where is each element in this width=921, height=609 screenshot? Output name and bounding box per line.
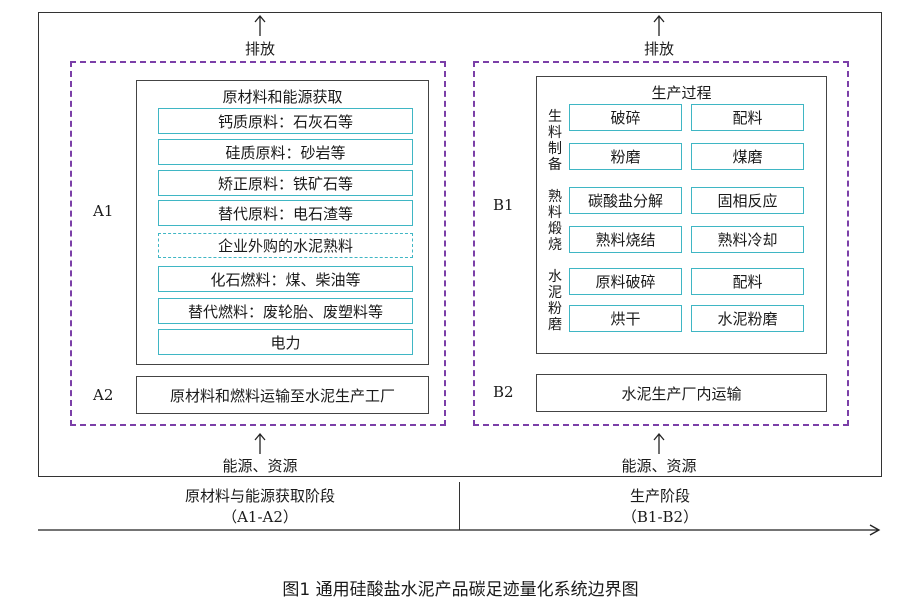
material-item: 矫正原料：铁矿石等 xyxy=(158,170,413,196)
material-item: 硅质原料：砂岩等 xyxy=(158,139,413,165)
process-item: 水泥粉磨 xyxy=(691,305,804,332)
process-item: 配料 xyxy=(691,104,804,131)
stage-divider xyxy=(459,482,461,530)
system-boundary xyxy=(38,12,882,477)
resource-arrow-right xyxy=(653,432,665,454)
resource-label-right: 能源、资源 xyxy=(621,457,697,475)
raw-material-panel-title: 原材料和能源获取 xyxy=(222,88,343,106)
b2-label: B2 xyxy=(493,383,514,401)
a1-label: A1 xyxy=(93,202,114,220)
material-item: 化石燃料：煤、柴油等 xyxy=(158,266,413,292)
emission-arrow-right xyxy=(653,14,665,36)
process-item: 碳酸盐分解 xyxy=(569,187,682,214)
stage-b-name: 生产阶段 xyxy=(629,487,690,505)
stage-b-code: （B1-B2） xyxy=(621,508,699,526)
stage-b-boundary xyxy=(473,61,849,426)
group-label-raw-meal: 生料制备 xyxy=(548,109,562,173)
process-item: 破碎 xyxy=(569,104,682,131)
emission-label-left: 排放 xyxy=(244,40,275,58)
production-panel-title: 生产过程 xyxy=(651,84,712,102)
figure-caption: 图1 通用硅酸盐水泥产品碳足迹量化系统边界图 xyxy=(282,580,639,600)
emission-arrow-left xyxy=(254,14,266,36)
purchased-clinker-item: 企业外购的水泥熟料 xyxy=(158,233,413,258)
emission-label-right: 排放 xyxy=(643,40,674,58)
material-item: 钙质原料：石灰石等 xyxy=(158,108,413,134)
stage-a-boundary xyxy=(70,61,446,426)
group-label-cement-grinding: 水泥粉磨 xyxy=(548,269,562,333)
material-item: 替代原料：电石渣等 xyxy=(158,200,413,226)
resource-label-left: 能源、资源 xyxy=(222,457,298,475)
process-item: 熟料冷却 xyxy=(691,226,804,253)
b2-transport-box: 水泥生产厂内运输 xyxy=(536,374,827,412)
a2-transport-box: 原材料和燃料运输至水泥生产工厂 xyxy=(136,376,429,414)
timeline-arrow xyxy=(38,524,881,536)
material-item: 替代燃料：废轮胎、废塑料等 xyxy=(158,298,413,324)
stage-a-code: （A1-A2） xyxy=(222,508,298,526)
a2-label: A2 xyxy=(93,386,114,404)
process-item: 固相反应 xyxy=(691,187,804,214)
group-label-clinker-burning: 熟料煅烧 xyxy=(548,189,562,253)
process-item: 煤磨 xyxy=(691,143,804,170)
process-item: 配料 xyxy=(691,268,804,295)
process-item: 粉磨 xyxy=(569,143,682,170)
process-item: 熟料烧结 xyxy=(569,226,682,253)
material-item: 电力 xyxy=(158,329,413,355)
resource-arrow-left xyxy=(254,432,266,454)
process-item: 原料破碎 xyxy=(569,268,682,295)
process-item: 烘干 xyxy=(569,305,682,332)
b1-label: B1 xyxy=(493,196,514,214)
stage-a-name: 原材料与能源获取阶段 xyxy=(184,487,335,505)
